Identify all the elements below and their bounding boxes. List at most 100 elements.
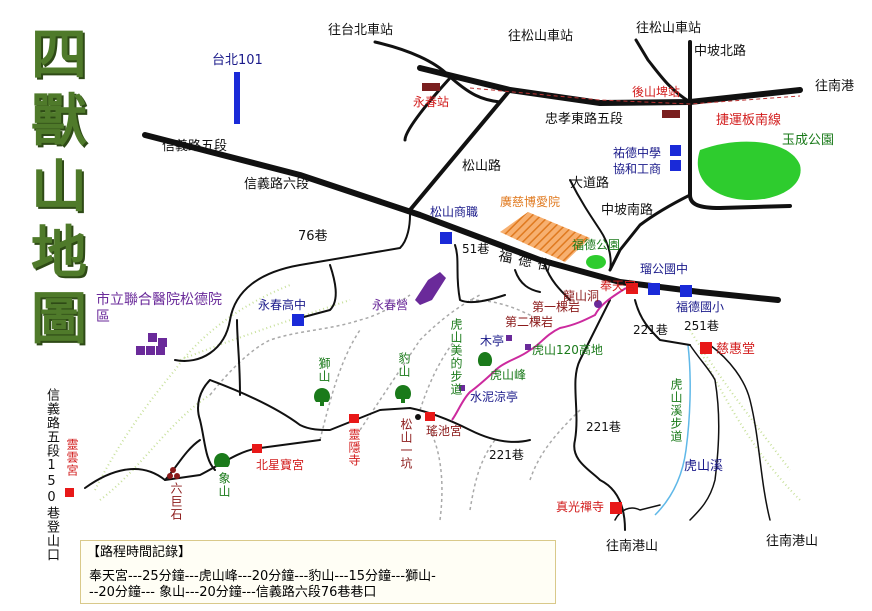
label-dadao-rd: 大道路 [570, 176, 610, 191]
houshanpi-station-marker[interactable] [662, 110, 680, 118]
songshan-voc-marker[interactable] [440, 232, 452, 244]
label-huyan-trail: 虎山美的步道 [449, 318, 463, 396]
hushan-120-marker[interactable] [525, 344, 531, 350]
label-nangang-mtn-2: 往南港山 [766, 534, 819, 549]
label-songshan-rd: 松山路 [462, 159, 502, 174]
label-lane-221-1: 221巷 [633, 323, 668, 337]
label-youde-high: 祐德中學 [613, 146, 662, 160]
label-houshanpi-stn: 後山埤站 [632, 85, 681, 99]
trail-points [459, 300, 602, 391]
label-yongchun-high: 永春高中 [258, 298, 307, 312]
label-xinyi-5: 信義路五段 [162, 139, 228, 154]
label-linggong-junior: 瑠公國中 [640, 262, 689, 276]
yongchun-barracks-area[interactable] [415, 272, 446, 305]
label-yucheng-park: 玉成公園 [782, 133, 835, 148]
cifu-hospital-area[interactable] [500, 212, 590, 262]
label-cement-pavilion: 水泥涼亭 [470, 390, 519, 404]
label-zhongpo-n-rd: 中坡北路 [694, 44, 747, 59]
peak-markers [214, 352, 493, 467]
road-network [84, 38, 803, 531]
label-city-hospital: 市立聯合醫院松德院區 [96, 292, 222, 325]
legend-line-1: 奉天宮---25分鐘---虎山峰---20分鐘---豹山---15分鐘---獅山… [89, 569, 436, 584]
label-fude-elem: 福德國小 [676, 300, 725, 314]
wooden-pavilion-marker[interactable] [506, 335, 512, 341]
label-lane-51: 51巷 [462, 242, 490, 256]
legend-title: 【路程時間記錄】 [87, 545, 192, 560]
label-zhongpo-s-rd: 中坡南路 [601, 203, 654, 218]
legend-box: 【路程時間記錄】 奉天宮---25分鐘---虎山峰---20分鐘---豹山---… [80, 540, 556, 604]
mountain-area [94, 284, 801, 501]
cement-pavilion-marker[interactable] [459, 385, 465, 391]
fude-elem-marker[interactable] [680, 285, 692, 297]
label-lane-221-3: 221巷 [489, 448, 524, 462]
label-songshan-voc: 松山商職 [430, 205, 479, 219]
lingyin-temple-marker[interactable] [349, 414, 359, 423]
taipei101-marker[interactable] [234, 72, 240, 124]
fude-park-area[interactable] [586, 255, 606, 269]
label-xinyi-6: 信義路六段 [244, 177, 310, 192]
yongchun-high-marker[interactable] [292, 314, 304, 326]
linggong-junior-marker[interactable] [648, 283, 660, 295]
label-hushan-peak: 虎山峰 [490, 368, 527, 382]
label-songshan-station-1: 往松山車站 [508, 29, 574, 44]
label-taipei101: 台北101 [212, 53, 263, 68]
label-lane-251: 251巷 [684, 319, 719, 333]
label-wooden-pavilion: 木亭 [480, 334, 505, 348]
legend-line-2: --20分鐘--- 象山---20分鐘---信義路六段76巷巷口 [89, 585, 377, 600]
label-lingyin-temple: 靈隱寺 [347, 428, 361, 467]
city-hospital-marker[interactable] [136, 333, 167, 355]
hushan-peak-marker[interactable] [477, 352, 493, 366]
label-shishan: 獅山 [317, 357, 331, 383]
label-yongchun-barracks: 永春營 [372, 298, 409, 312]
songshan-1pit-marker[interactable] [415, 414, 421, 420]
label-taipei-station: 往台北車站 [328, 23, 394, 38]
yaochi-temple-marker[interactable] [425, 412, 435, 421]
label-zhenguang-temple: 真光禪寺 [556, 500, 605, 514]
longshan-cave-marker[interactable] [594, 300, 602, 308]
walking-trails [209, 294, 581, 521]
liuju-rocks-marker[interactable] [167, 467, 180, 479]
label-rock-1: 第一棵岩 [532, 300, 581, 314]
baoshan-marker[interactable] [395, 385, 411, 399]
label-songshan-station-2: 往松山車站 [636, 21, 702, 36]
label-hushan-stream-trail: 虎山溪步道 [669, 378, 683, 443]
label-nangang-1: 往南港 [815, 79, 855, 94]
xiangshan-marker[interactable] [214, 453, 230, 467]
label-liuju-rocks: 六巨石 [169, 482, 183, 521]
label-fude-park: 福德公園 [572, 238, 621, 252]
xiehe-ind-marker[interactable] [670, 160, 681, 171]
yucheng-park-area[interactable] [697, 141, 801, 200]
label-longshan-cave: 龍山洞 [563, 289, 600, 303]
temple-markers [65, 283, 712, 514]
label-cifu-hospital: 廣慈博愛院 [500, 195, 561, 209]
lingyun-temple-marker[interactable] [65, 488, 74, 497]
shishan-marker[interactable] [314, 388, 330, 402]
label-beixing-temple: 北星寶宮 [256, 458, 305, 472]
label-lingyun-temple: 靈雲宮 [65, 438, 79, 477]
label-lane-76: 76巷 [298, 229, 328, 244]
mrt-line [469, 87, 801, 105]
hushan-stream-line [654, 344, 691, 516]
cihui-hall-marker[interactable] [700, 342, 712, 354]
label-xiangshan: 象山 [217, 472, 231, 498]
map-title: 四獸山地圖 [31, 22, 87, 352]
label-baoshan: 豹山 [397, 352, 411, 378]
label-fengtian-temple: 奉天宮 [600, 279, 637, 293]
label-cihui-hall: 慈惠堂 [716, 342, 756, 357]
label-xinyi-trailhead: 信義路五段150巷登山口 [44, 388, 59, 562]
yongchun-station-marker[interactable] [422, 83, 440, 91]
label-hushan-120: 虎山120高地 [532, 343, 603, 357]
school-markers [292, 145, 692, 326]
label-xiehe-ind: 協和工商 [613, 162, 662, 176]
fengtian-temple-marker[interactable] [626, 283, 638, 294]
label-zhongxiao-e5: 忠孝東路五段 [545, 112, 624, 127]
label-songshan-1pit: 松山一坑 [399, 418, 413, 470]
beixing-temple-marker[interactable] [252, 444, 262, 453]
label-yongchun-stn: 永春站 [413, 95, 450, 109]
zhenguang-temple-marker[interactable] [610, 502, 622, 514]
youde-high-marker[interactable] [670, 145, 681, 156]
label-hushan-stream: 虎山溪 [684, 459, 724, 474]
label-nangang-mtn-1: 往南港山 [606, 539, 659, 554]
label-rock-2: 第二棵岩 [505, 315, 554, 329]
label-lane-221-2: 221巷 [586, 420, 621, 434]
